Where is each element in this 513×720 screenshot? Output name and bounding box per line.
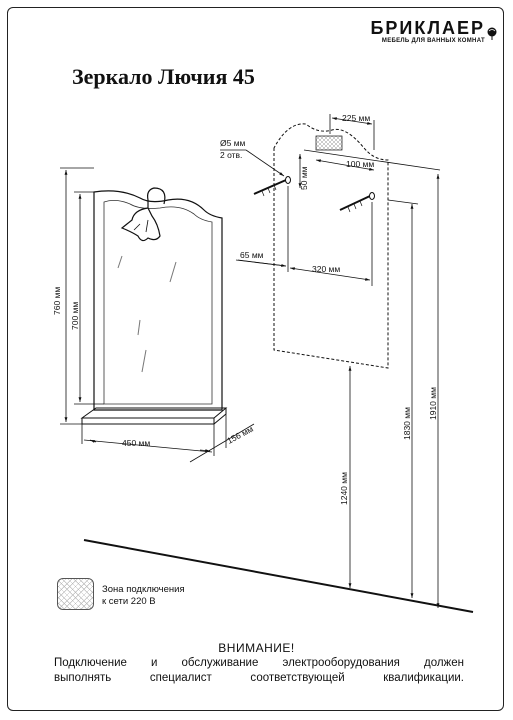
page-frame [7, 7, 504, 711]
dim-1830 [387, 199, 419, 598]
mirror-elevation [80, 190, 228, 425]
lamp-icon [120, 187, 166, 242]
connection-zone-swatch [57, 578, 94, 610]
dim-450-label: 450 мм [122, 438, 150, 448]
dim-50-label: 50 мм [299, 166, 309, 190]
dim-760-label: 760 мм [52, 287, 62, 315]
page-title: Зеркало Лючия 45 [72, 64, 255, 89]
dim-100-label: 100 мм [346, 159, 374, 169]
floor-line [83, 539, 474, 613]
hole-count-label: 2 отв. [220, 150, 242, 160]
screw-right [339, 192, 375, 213]
legend: Зона подключения к сети 220 В [102, 584, 185, 608]
brand-tagline: МЕБЕЛЬ ДЛЯ ВАННЫХ КОМНАТ [381, 38, 485, 44]
screw-left [253, 176, 291, 197]
dim-1830-label: 1830 мм [402, 407, 412, 440]
dim-1910-label: 1910 мм [428, 387, 438, 420]
legend-line-2: к сети 220 В [102, 596, 156, 607]
warning-text: Подключение и обслуживание электрооборуд… [54, 656, 464, 686]
warning-title: ВНИМАНИЕ! [218, 641, 295, 655]
dim-1240-label: 1240 мм [339, 472, 349, 505]
brand-name: БРИКЛАЕР [370, 18, 485, 38]
rose-icon [487, 27, 497, 40]
dim-156 [189, 414, 255, 463]
dim-450 [81, 424, 215, 456]
dim-100 [303, 149, 441, 171]
hole-diameter-label: Ø5 мм [220, 138, 246, 148]
warning-line-1: Подключение и обслуживание электрооборуд… [54, 657, 464, 669]
dim-700 [74, 191, 104, 405]
dim-700-label: 700 мм [70, 302, 80, 330]
dim-320-label: 320 мм [312, 264, 340, 274]
dim-225-label: 225 мм [342, 113, 370, 123]
hole-leader [220, 149, 285, 177]
connection-zone [315, 135, 343, 151]
dim-225 [329, 114, 375, 150]
legend-line-1: Зона подключения [102, 584, 185, 595]
mounting-outline [273, 123, 389, 369]
dim-65-320 [235, 186, 373, 286]
brand-logo: БРИКЛАЕР МЕБЕЛЬ ДЛЯ ВАННЫХ КОМНАТ [370, 18, 497, 44]
dim-156-label: 156 мм [225, 424, 255, 446]
warning-line-2: выполнять специалист соответствующей ква… [54, 672, 464, 684]
dim-760 [60, 167, 94, 425]
dim-65-label: 65 мм [240, 250, 264, 260]
